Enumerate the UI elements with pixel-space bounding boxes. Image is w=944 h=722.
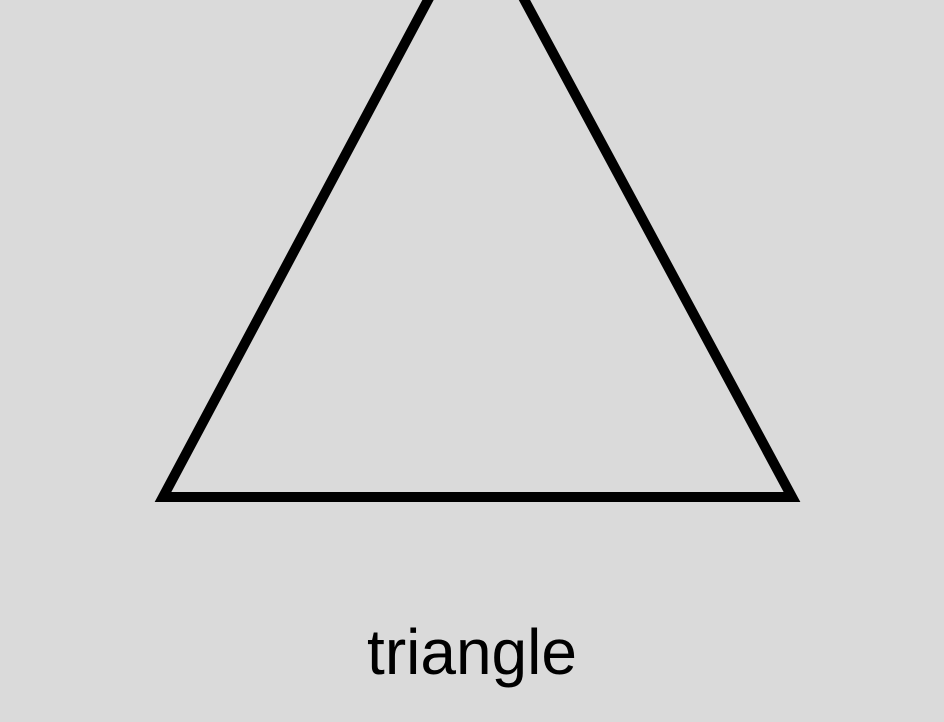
triangle-shape bbox=[154, 0, 801, 502]
shape-label: triangle bbox=[367, 616, 577, 688]
